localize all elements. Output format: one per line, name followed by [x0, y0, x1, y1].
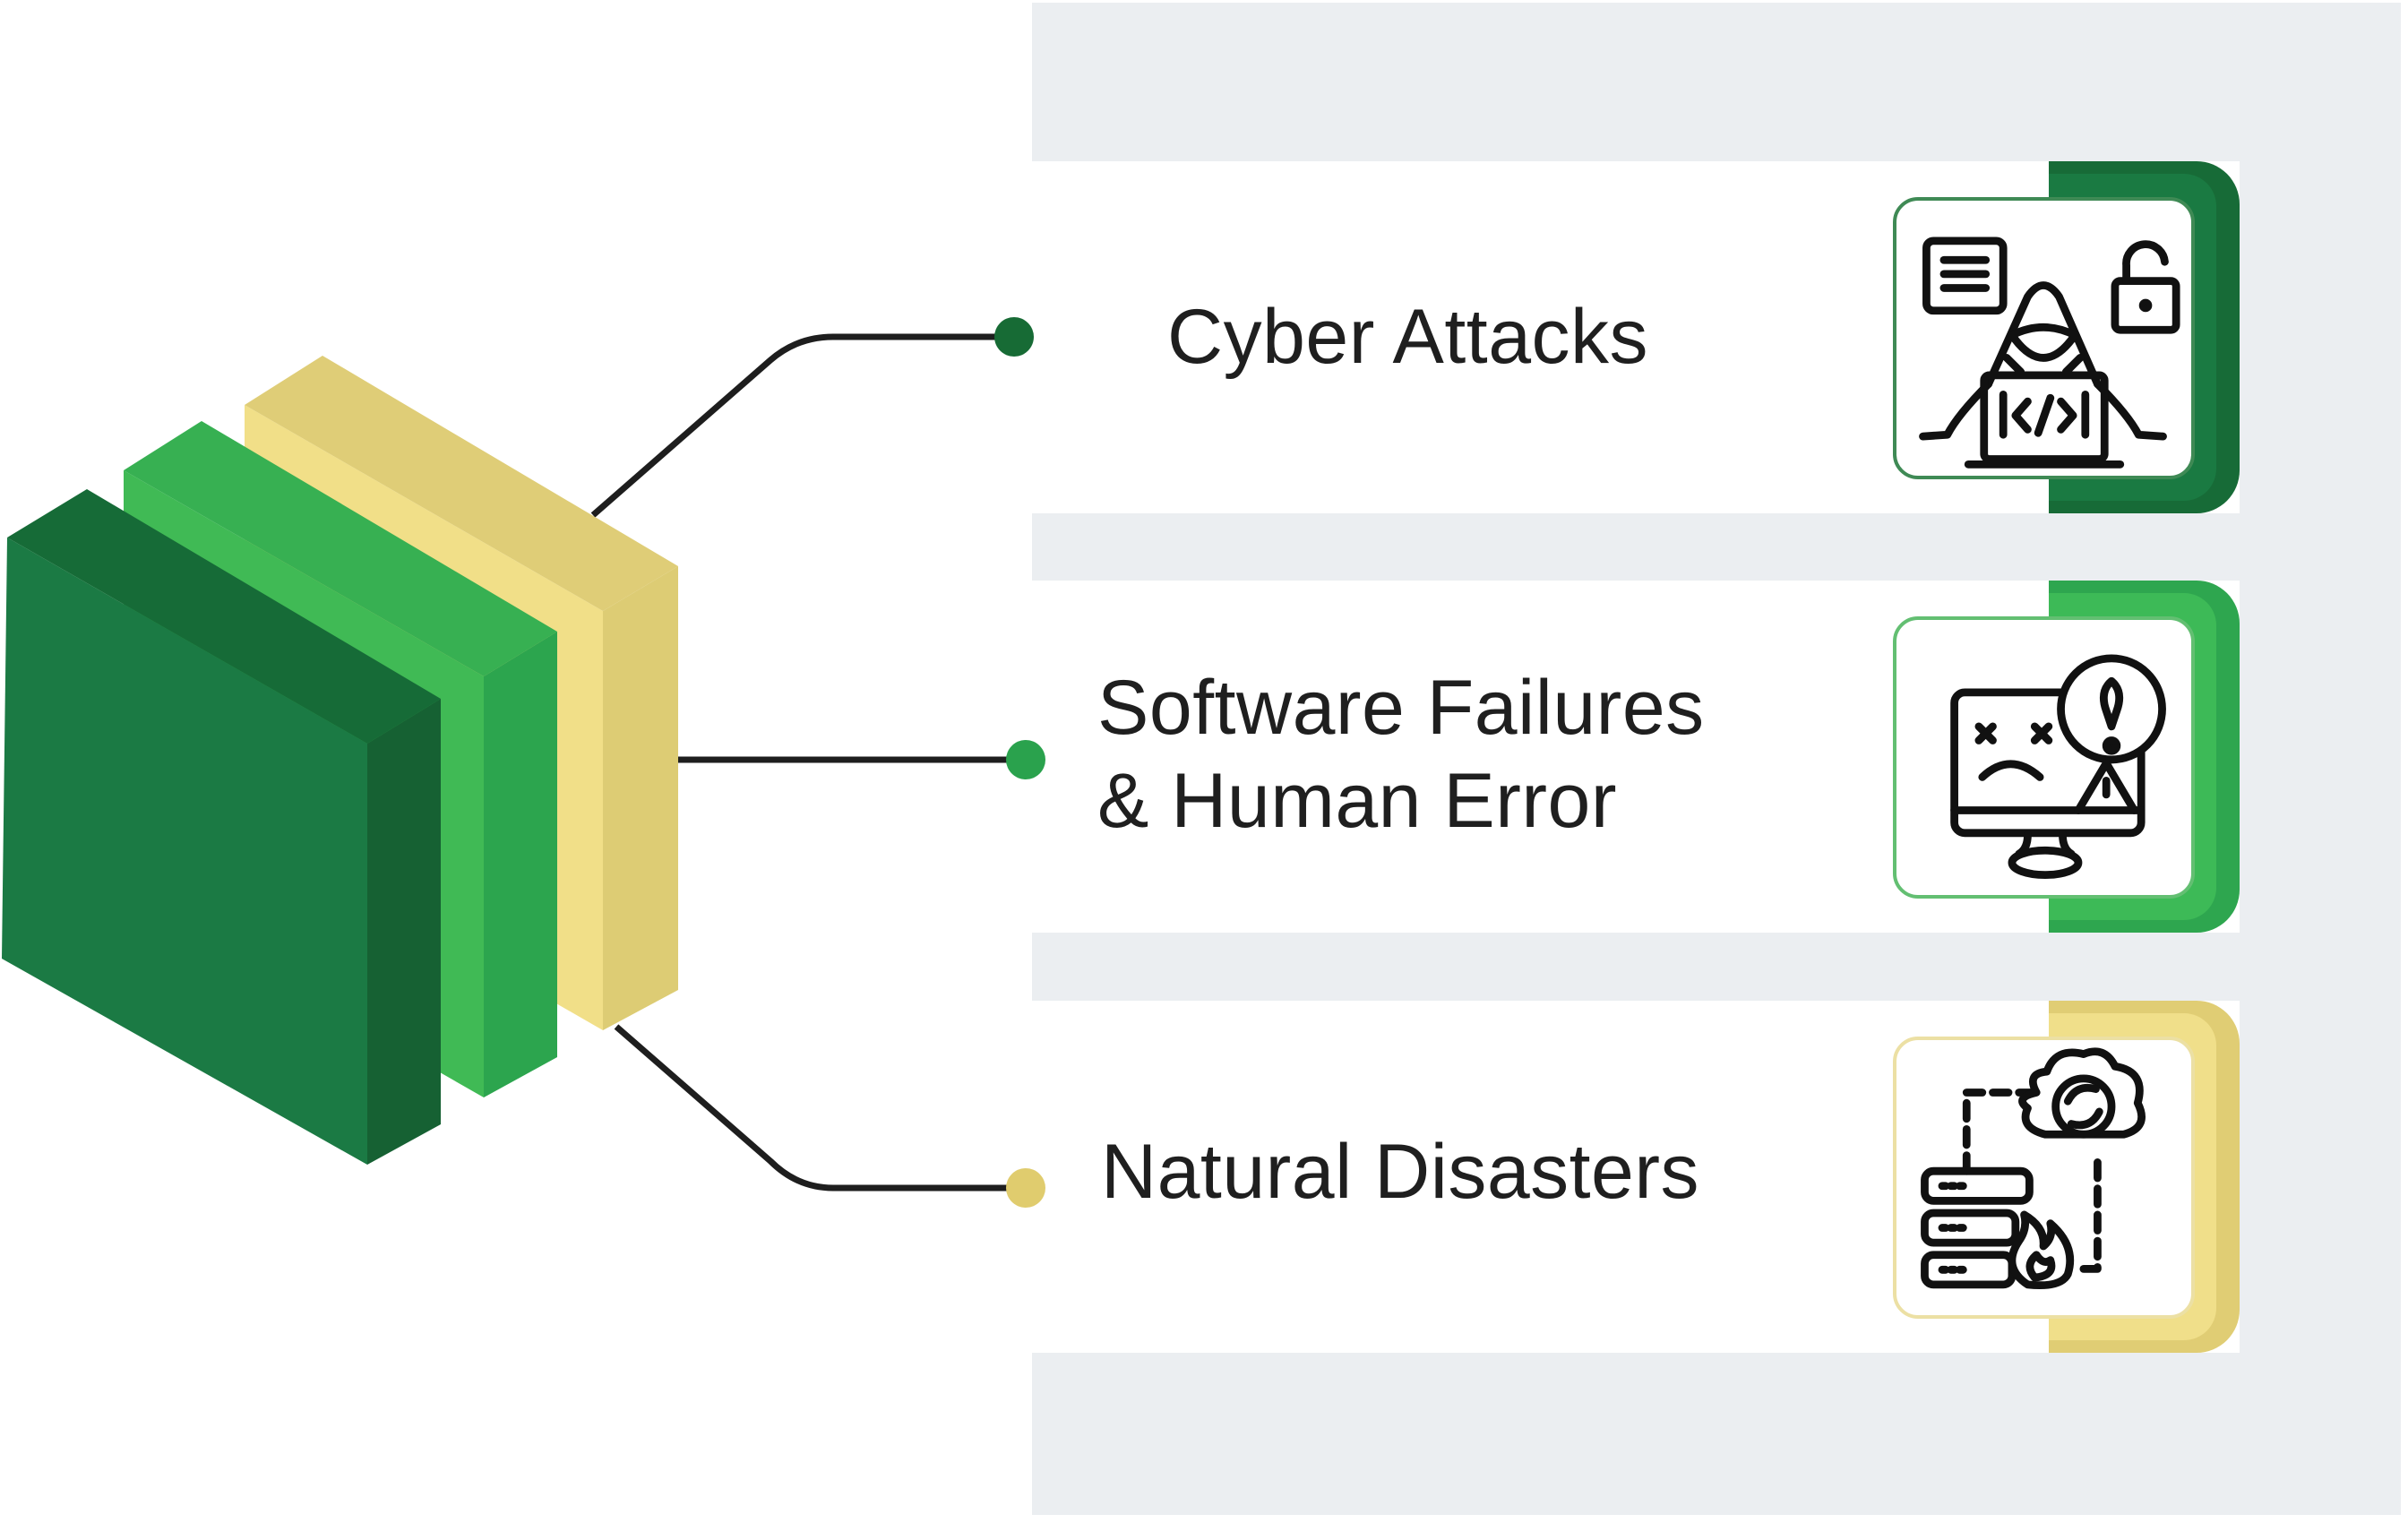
- layer-side-face: [603, 566, 678, 1030]
- card-cyber-attacks: Cyber Attacks: [1032, 161, 2240, 513]
- label-line: Natural Disasters: [1101, 1129, 1700, 1215]
- connector-line-natural-disasters: [614, 1024, 1026, 1192]
- layer-cyber-attacks: [2, 489, 441, 1165]
- layer-stack-graphic: [2, 317, 1045, 1208]
- layer-side-face: [484, 632, 557, 1097]
- hacker-laptop-icon: [1919, 237, 2180, 469]
- layer-front-face: [2, 538, 367, 1165]
- icon-box: [1893, 1037, 2195, 1319]
- card-software-failures: Software Failures & Human Error: [1032, 581, 2240, 933]
- layer-top-face: [124, 421, 557, 676]
- server-fire-cloud-backup-icon: [1921, 1047, 2146, 1290]
- label-line: & Human Error: [1097, 758, 1617, 844]
- card-natural-disasters: Natural Disasters: [1032, 1001, 2240, 1353]
- connector-dot-natural-disasters: [1006, 1168, 1045, 1208]
- layer-side-face: [367, 699, 441, 1165]
- layer-top-face: [245, 356, 678, 611]
- card-label: Software Failures & Human Error: [1097, 661, 1705, 848]
- icon-box: [1893, 616, 2195, 899]
- card-label: Natural Disasters: [1101, 1125, 1699, 1218]
- connector-dot-cyber-attacks: [994, 317, 1034, 357]
- broken-monitor-warning-icon: [1950, 654, 2166, 879]
- layer-top-face: [7, 489, 441, 744]
- connector-dot-software-failures: [1006, 740, 1045, 779]
- label-line: Cyber Attacks: [1167, 294, 1649, 380]
- connector-line-cyber-attacks: [590, 333, 1012, 518]
- card-label: Cyber Attacks: [1167, 290, 1648, 383]
- icon-box: [1893, 197, 2195, 479]
- label-line: Software Failures: [1097, 665, 1705, 751]
